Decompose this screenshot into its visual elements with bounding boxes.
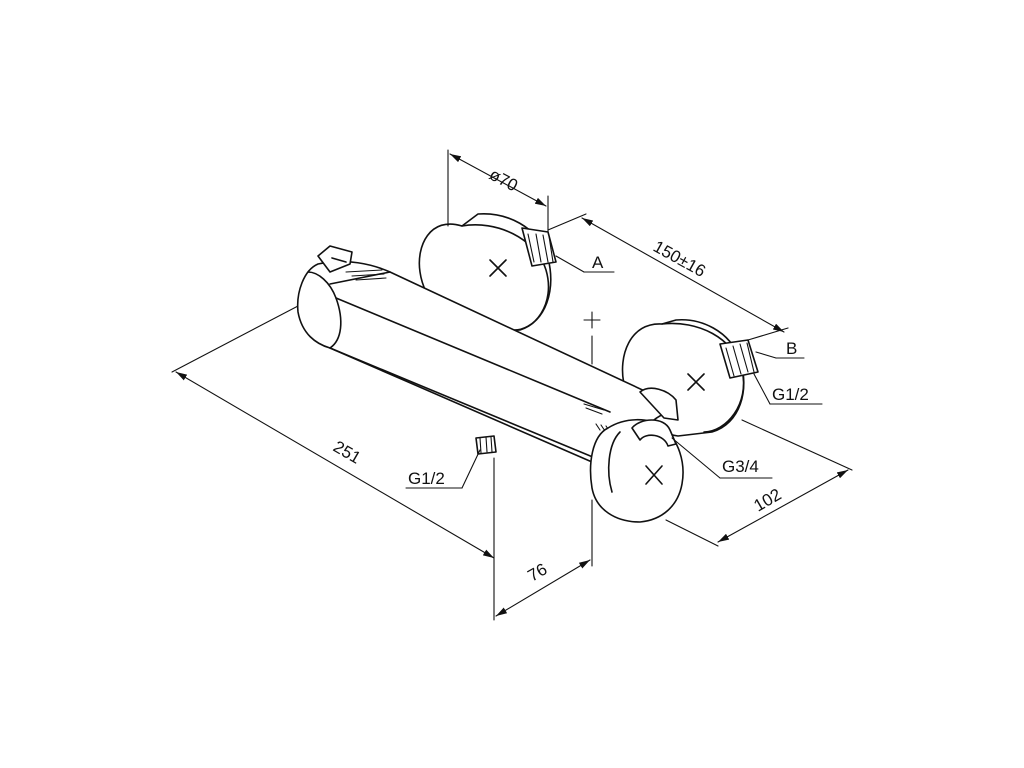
callout-thread-bottom-label: G1/2 (408, 469, 445, 488)
dimension-projection-label: 102 (751, 485, 785, 516)
dimension-depth-label: 76 (525, 560, 551, 586)
dimension-length-label: 251 (330, 437, 364, 468)
callout-b-label: B (786, 339, 797, 358)
callout-thread-bottom: G1/2 (405, 449, 481, 489)
dimension-spacing-label: 150±16 (650, 237, 709, 281)
dimension-length: 251 (171, 305, 495, 621)
callout-thread-b: G1/2 (753, 373, 823, 405)
dimension-projection: 102 (665, 419, 853, 547)
callout-b: B (755, 339, 805, 359)
callout-outlet-label: G3/4 (722, 457, 759, 476)
mixer-body (296, 245, 684, 523)
callout-outlet: G3/4 (671, 437, 773, 479)
dimension-depth: 76 (495, 499, 593, 617)
callout-a: A (555, 253, 615, 273)
callout-a-label: A (592, 253, 604, 272)
callout-thread-b-label: G1/2 (772, 385, 809, 404)
centre-marks (583, 311, 601, 365)
dimension-diameter-label: ø70 (486, 165, 521, 196)
dimension-spacing: 150±16 (547, 213, 789, 341)
